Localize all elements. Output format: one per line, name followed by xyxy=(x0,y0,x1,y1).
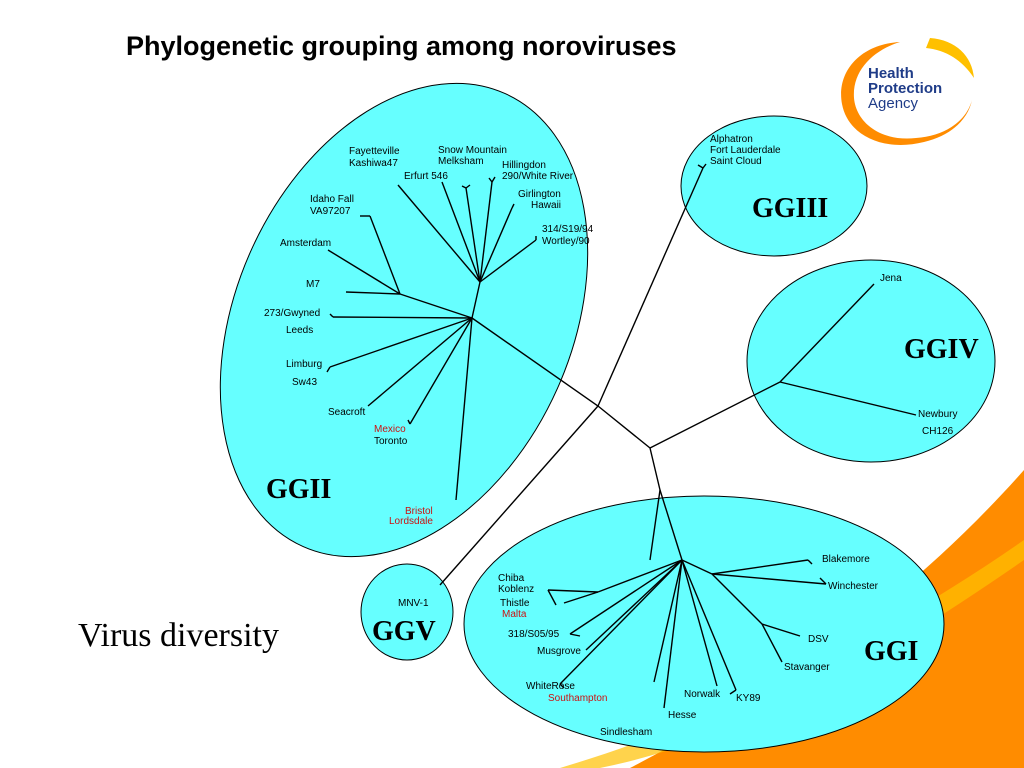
strain-label: Toronto xyxy=(374,436,408,447)
group-label-ggv: GGV xyxy=(372,616,436,647)
strain-label: VA97207 xyxy=(310,206,351,217)
strain-label: Norwalk xyxy=(684,689,721,700)
ggii-cluster xyxy=(219,82,589,558)
strain-label: Hawaii xyxy=(531,200,562,211)
logo-line-protection: Protection xyxy=(868,80,943,97)
strain-label: Alphatron xyxy=(710,134,753,145)
strain-label: Erfurt 546 xyxy=(404,171,448,182)
strain-label: Winchester xyxy=(828,581,879,592)
strain-label: Saint Cloud xyxy=(710,156,762,167)
strain-label: Jena xyxy=(880,273,902,284)
strain-label: Hesse xyxy=(668,710,697,721)
strain-label-highlight: Mexico xyxy=(374,424,406,435)
virus-diversity-caption: Virus diversity xyxy=(78,617,279,654)
strain-label-highlight: Malta xyxy=(502,609,527,620)
group-label-ggiv: GGIV xyxy=(904,334,979,365)
group-label-ggiii: GGIII xyxy=(752,193,829,224)
health-protection-agency-logo: Health Protection Agency xyxy=(868,66,942,111)
strain-label: Thistle xyxy=(500,598,530,609)
strain-label: Musgrove xyxy=(537,646,581,657)
logo-swoosh xyxy=(841,38,974,145)
strain-label: Chiba xyxy=(498,573,525,584)
strain-label: Newbury xyxy=(918,409,958,420)
strain-label-highlight: Southampton xyxy=(548,693,608,704)
strain-label: CH126 xyxy=(922,426,954,437)
logo-line-health: Health xyxy=(868,65,914,82)
ggiv-cluster xyxy=(746,259,996,463)
strain-label: Kashiwa47 xyxy=(349,158,398,169)
ggv-cluster xyxy=(360,563,454,661)
ggi-cluster xyxy=(463,495,945,753)
strain-label-highlight: Bristol xyxy=(405,506,433,517)
strain-label: 318/S05/95 xyxy=(508,629,560,640)
strain-label: WhiteRose xyxy=(526,681,575,692)
strain-label: Fayetteville xyxy=(349,146,400,157)
strain-label: Blakemore xyxy=(822,554,870,565)
strain-label: Idaho Fall xyxy=(310,194,354,205)
strain-label: 290/White River xyxy=(502,171,574,182)
strain-label: Girlington xyxy=(518,189,561,200)
strain-label: 273/Gwyned xyxy=(264,308,321,319)
strain-label: Sindlesham xyxy=(600,727,653,738)
group-label-ggii: GGII xyxy=(266,474,332,505)
strain-label: Stavanger xyxy=(784,662,830,673)
orange-corner-accent xyxy=(630,470,1024,768)
tree-branches xyxy=(326,163,917,709)
strain-label: KY89 xyxy=(736,693,761,704)
strain-label: Seacroft xyxy=(328,407,366,418)
strain-label: 314/S19/94 xyxy=(542,224,594,235)
strain-label: Hillingdon xyxy=(502,160,546,171)
page-title: Phylogenetic grouping among noroviruses xyxy=(126,31,677,61)
strain-label: Fort Lauderdale xyxy=(710,145,781,156)
strain-label: Limburg xyxy=(286,359,323,370)
strain-label: Wortley/90 xyxy=(542,236,590,247)
ggiii-cluster xyxy=(680,115,868,257)
strain-label: Amsterdam xyxy=(280,238,332,249)
strain-label: Sw43 xyxy=(292,377,318,388)
strain-label: MNV-1 xyxy=(398,598,429,609)
logo-line-agency: Agency xyxy=(868,95,919,112)
strain-label: Koblenz xyxy=(498,584,535,595)
strain-label: DSV xyxy=(808,634,829,645)
strain-label: Snow Mountain xyxy=(438,145,507,156)
strain-label: Leeds xyxy=(286,325,314,336)
strain-label: Melksham xyxy=(438,156,484,167)
strain-label: M7 xyxy=(306,279,320,290)
strain-label-highlight: Lordsdale xyxy=(389,516,433,527)
group-label-ggi: GGI xyxy=(864,636,919,667)
